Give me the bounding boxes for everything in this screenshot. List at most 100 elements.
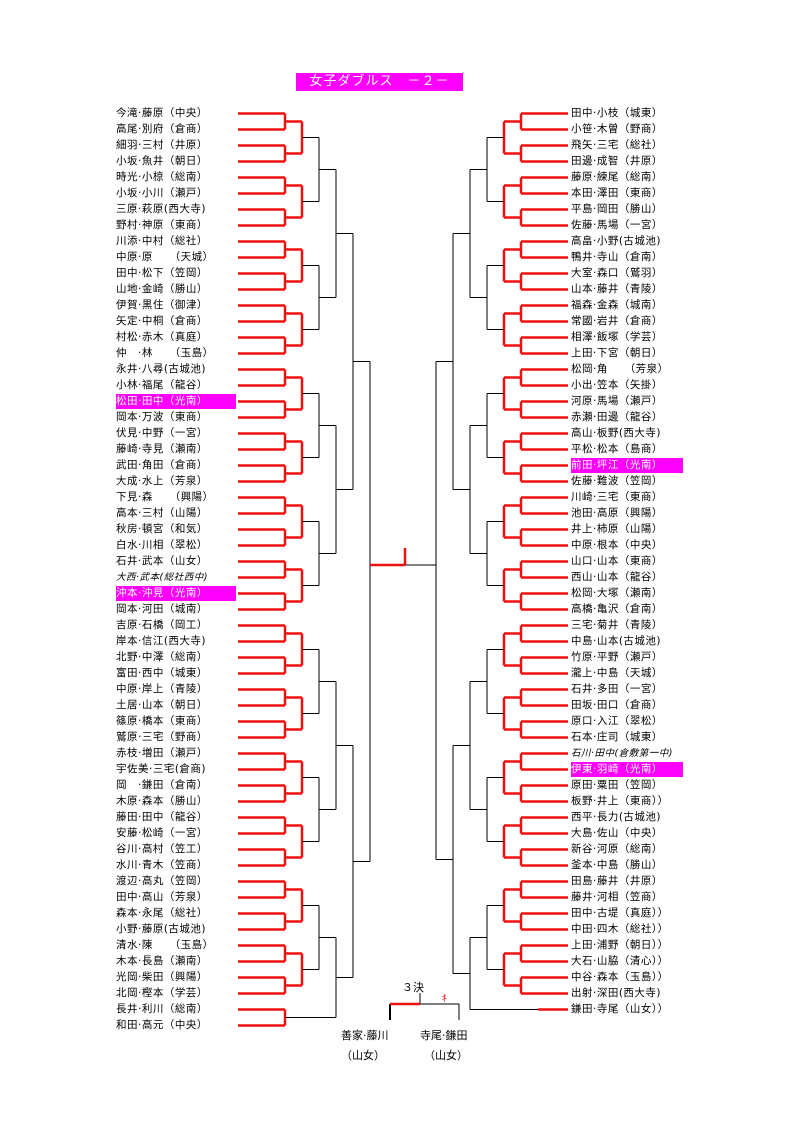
left-entry: 時光·小椋（総南） <box>116 171 208 183</box>
left-entry: 渡辺·高丸（笠岡） <box>116 875 208 887</box>
left-entry: 森本·永尾（総社） <box>116 907 208 919</box>
left-entry: 長井·利川（総南） <box>116 1003 208 1015</box>
right-entry: 伊東·羽崎（光南） <box>571 762 683 777</box>
right-entry: 石本·庄司（城東） <box>571 731 663 743</box>
right-entry: 新谷·河原（総南） <box>571 843 663 855</box>
right-entry: 西山·山本（龍谷） <box>571 571 663 583</box>
left-entry: 清水·陳 （玉島） <box>116 939 214 951</box>
right-entry: 中原·根本（中央） <box>571 539 663 551</box>
right-entry: 高山·板野(西大寺) <box>571 427 662 439</box>
right-entry: 原田·粟田（笠岡） <box>571 779 663 791</box>
left-entry: 光岡·柴田（興陽） <box>116 971 208 983</box>
left-entry: 沖本·沖見（光南） <box>116 586 236 601</box>
left-entry: 中原·岸上（青陵） <box>116 683 208 695</box>
left-entry: 谷川·高村（笠工） <box>116 843 208 855</box>
left-entry: 高本·三村（山陽） <box>116 507 208 519</box>
left-entry: 高尾·別府（倉商） <box>116 123 208 135</box>
left-entry: 秋房·頓宮（和気） <box>116 523 208 535</box>
right-entry: 佐藤·難波（笠岡） <box>571 475 663 487</box>
third-place-right-pair: 寺尾·鎌田 <box>420 1029 468 1042</box>
left-entry: 田中·松下（笠岡） <box>116 267 208 279</box>
left-entry: 吉原·石橋（岡工） <box>116 619 208 631</box>
right-entry: 松岡·大塚（瀬南） <box>571 587 663 599</box>
left-entry: 赤枝·増田（瀬戸） <box>116 747 208 759</box>
right-entry: 竹原·平野（瀬戸） <box>571 651 663 663</box>
right-entry: 中島·山本(古城池) <box>571 635 662 647</box>
right-entry: 山口·山本（東商） <box>571 555 663 567</box>
third-place-label: ３決 <box>402 981 424 994</box>
right-entry: 高畠·小野(古城池) <box>571 235 662 247</box>
left-entry: 木本·長島（瀬南） <box>116 955 208 967</box>
right-entry: 鎌田·寺尾（山女）） <box>571 1003 669 1015</box>
left-entry: 川添·中村（総社） <box>116 235 208 247</box>
bracket-title: 女子ダブルス －２－ <box>296 73 463 91</box>
left-entry: 富田·西中（城東） <box>116 667 208 679</box>
right-entry: 大島·佐山（中央） <box>571 827 663 839</box>
left-entry: 三原·萩原(西大寺) <box>116 203 207 215</box>
right-entry: 平島·岡田（勝山） <box>571 203 663 215</box>
right-entry: 田邊·成智（井原） <box>571 155 663 167</box>
third-place-left-school: （山女） <box>341 1049 385 1062</box>
left-entry: 細羽·三村（井原） <box>116 139 208 151</box>
right-entry: 石川·田中(倉敷第一中) <box>571 748 673 759</box>
right-entry: 平松·松本（島商） <box>571 443 663 455</box>
right-entry: 赤瀬·田邊（龍谷） <box>571 411 663 423</box>
right-entry: 瀧上·中島（天城） <box>571 667 663 679</box>
left-entry: 安藤·松崎（一宮） <box>116 827 208 839</box>
left-entry: 宇佐美·三宅(倉商) <box>116 763 207 775</box>
right-entry: 中谷·森本（玉島）） <box>571 971 669 983</box>
right-entry: 田坂·田口（倉商） <box>571 699 663 711</box>
right-entry: 田中·小枝（城東） <box>571 107 663 119</box>
right-entry: 西平·長力(古城池) <box>571 811 662 823</box>
left-entry: 矢定·中桐（倉商） <box>116 315 208 327</box>
left-entry: 今滝·藤原（中央） <box>116 107 208 119</box>
right-entry: 相澤·飯塚（学芸） <box>571 331 663 343</box>
third-place-left-pair: 善家·藤川 <box>341 1029 389 1042</box>
third-place-right-school: （山女） <box>424 1049 468 1062</box>
left-entry: 大成·水上（芳泉） <box>116 475 208 487</box>
right-entry: 佐藤·馬場（一宮） <box>571 219 663 231</box>
right-entry: 田中·古堤（真庭）） <box>571 907 669 919</box>
right-entry: 小出·笠本（矢掛） <box>571 379 663 391</box>
left-entry: 小林·福尾（龍谷） <box>116 379 208 391</box>
right-entry: 松岡·角 （芳泉） <box>571 363 669 375</box>
left-entry: 伏見·中野（一宮） <box>116 427 208 439</box>
left-entry: 木原·森本（勝山） <box>116 795 208 807</box>
left-entry: 岸本·信江(西大寺) <box>116 635 207 647</box>
right-entry: 常國·岩井（倉商） <box>571 315 663 327</box>
right-entry: 石井·多田（一宮） <box>571 683 663 695</box>
left-entry: 田中·高山（芳泉） <box>116 891 208 903</box>
left-entry: 藤田·田中（龍谷） <box>116 811 208 823</box>
right-entry: 出射·深田(西大寺) <box>571 987 662 999</box>
right-entry: 前田·坪江（光南） <box>571 458 683 473</box>
left-entry: 小坂·小川（瀬戸） <box>116 187 208 199</box>
left-entry: 小野·藤原(古城池) <box>116 923 207 935</box>
right-entry: 藤原·練尾（総南） <box>571 171 663 183</box>
right-entry: 三宅·菊井（青陵） <box>571 619 663 631</box>
right-entry: 藤井·河相（笠商） <box>571 891 663 903</box>
left-entry: 下見·森 （興陽） <box>116 491 214 503</box>
left-entry: 土居·山本（朝日） <box>116 699 208 711</box>
right-entry: 上田·下宮（朝日） <box>571 347 663 359</box>
left-entry: 村松·赤木（真庭） <box>116 331 208 343</box>
right-entry: 上田·浦野（朝日）） <box>571 939 669 951</box>
left-entry: 岡 ·鎌田（倉南） <box>116 779 208 791</box>
right-entry: 中田·四木（総社）） <box>571 923 669 935</box>
third-place-mark: ｷ <box>442 994 447 1005</box>
right-entry: 福森·金森（城南） <box>571 299 663 311</box>
right-entry: 板野·井上（東商）） <box>571 795 669 807</box>
left-entry: 鷲原·三宅（野商） <box>116 731 208 743</box>
right-entry: 本田·澤田（東商） <box>571 187 663 199</box>
left-entry: 中原·原 （天城） <box>116 251 214 263</box>
left-entry: 北野·中澤（総南） <box>116 651 208 663</box>
right-entry: 井上·柿原（山陽） <box>571 523 663 535</box>
left-entry: 岡本·万波（東商） <box>116 411 208 423</box>
left-entry: 大西·武本(総社西中) <box>116 572 208 583</box>
right-entry: 釜本·中島（勝山） <box>571 859 663 871</box>
left-entry: 白水·川相（翠松） <box>116 539 208 551</box>
right-entry: 小笹·木曽（野商） <box>571 123 663 135</box>
left-entry: 篠原·橋本（東商） <box>116 715 208 727</box>
left-entry: 野村·神原（東商） <box>116 219 208 231</box>
left-entry: 北岡·樫本（学芸） <box>116 987 208 999</box>
